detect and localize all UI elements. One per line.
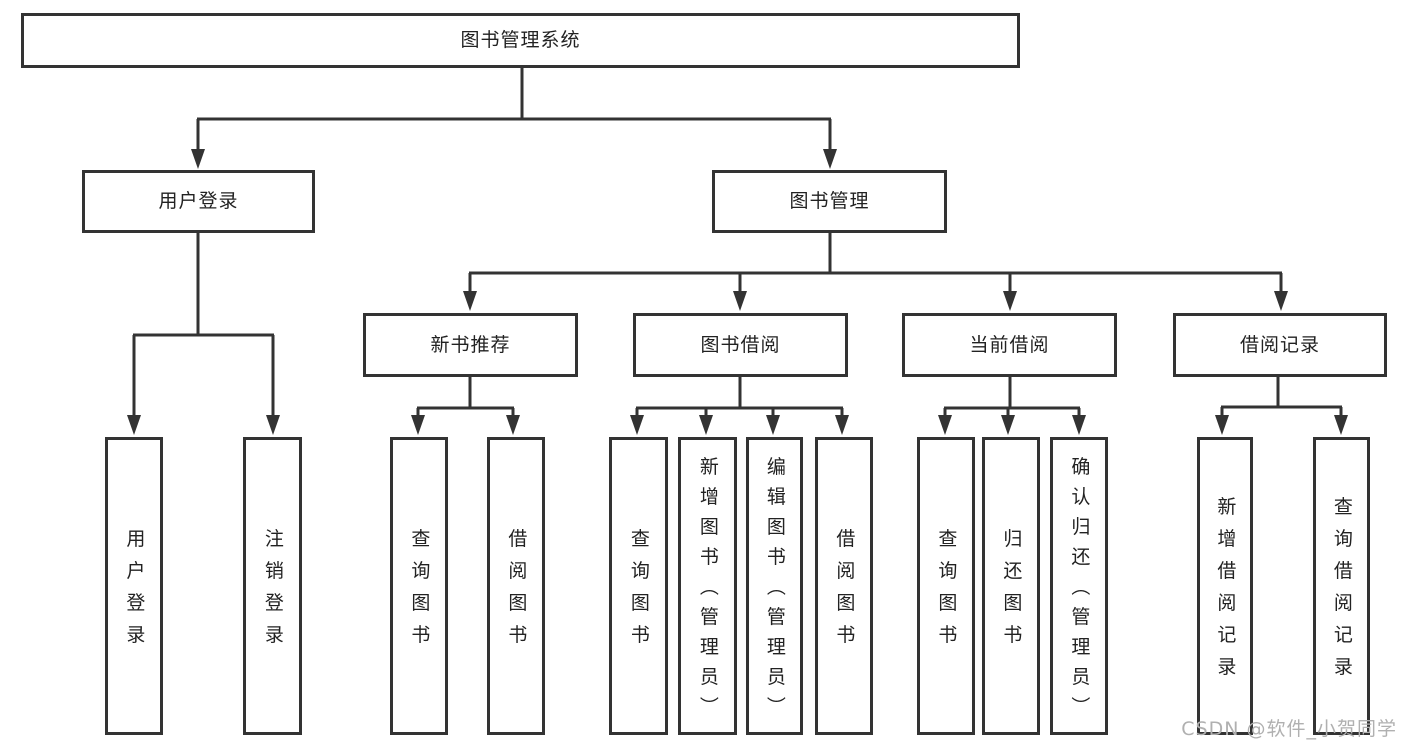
node-borrow-records: 借阅记录 xyxy=(1173,313,1387,377)
node-label: 图书借阅 xyxy=(700,333,781,356)
connector-current-borrow-group xyxy=(943,377,1081,419)
connector-new-book-group xyxy=(416,377,515,419)
node-label: 用户登录 xyxy=(158,190,239,213)
connector-user-login-group xyxy=(132,233,275,417)
connector-root xyxy=(196,68,832,151)
node-label: 归还图书 xyxy=(1000,528,1023,657)
node-label: 新增借阅记录 xyxy=(1214,496,1237,689)
node-label: 新书推荐 xyxy=(430,333,511,356)
node-label: 图书管理 xyxy=(789,190,870,213)
connector-book-management-group xyxy=(468,233,1283,293)
leaf-confirm-return-admin: 确认归还（管理员） xyxy=(1050,437,1108,735)
node-book-management: 图书管理 xyxy=(712,170,947,233)
node-label: 编辑图书（管理员） xyxy=(763,456,786,727)
leaf-borrow-books: 借阅图书 xyxy=(815,437,873,735)
leaf-query-books-borrow: 查询图书 xyxy=(609,437,668,735)
leaf-user-login: 用户登录 xyxy=(105,437,163,735)
node-label: 新增图书（管理员） xyxy=(696,456,719,727)
node-label: 图书管理系统 xyxy=(460,29,581,52)
node-current-borrow: 当前借阅 xyxy=(902,313,1117,377)
node-label: 查询借阅记录 xyxy=(1330,496,1353,689)
connector-book-borrow-group xyxy=(635,377,844,419)
node-root-book-management-system: 图书管理系统 xyxy=(21,13,1020,68)
node-book-borrow: 图书借阅 xyxy=(633,313,848,377)
arrowheads xyxy=(127,149,1348,435)
leaf-add-borrow-record: 新增借阅记录 xyxy=(1197,437,1253,735)
node-label: 用户登录 xyxy=(123,528,146,657)
node-label: 借阅图书 xyxy=(505,528,528,657)
node-label: 查询图书 xyxy=(935,528,958,657)
connector-borrow-records-group xyxy=(1220,377,1343,419)
leaf-edit-book-admin: 编辑图书（管理员） xyxy=(746,437,803,735)
leaf-return-books: 归还图书 xyxy=(982,437,1040,735)
node-label: 查询图书 xyxy=(408,528,431,657)
node-label: 注销登录 xyxy=(261,528,284,657)
node-new-book-recommend: 新书推荐 xyxy=(363,313,578,377)
node-label: 当前借阅 xyxy=(969,333,1050,356)
leaf-logout: 注销登录 xyxy=(243,437,302,735)
node-label: 查询图书 xyxy=(627,528,650,657)
csdn-watermark: CSDN @软件_小贺同学 xyxy=(1181,718,1397,740)
leaf-query-books-current: 查询图书 xyxy=(917,437,975,735)
leaf-query-borrow-record: 查询借阅记录 xyxy=(1313,437,1370,735)
node-user-login: 用户登录 xyxy=(82,170,315,233)
leaf-add-book-admin: 新增图书（管理员） xyxy=(678,437,737,735)
node-label: 借阅记录 xyxy=(1239,333,1320,356)
leaf-borrow-books-newbook: 借阅图书 xyxy=(487,437,545,735)
leaf-query-books-newbook: 查询图书 xyxy=(390,437,448,735)
node-label: 借阅图书 xyxy=(833,528,856,657)
node-label: 确认归还（管理员） xyxy=(1068,456,1091,727)
